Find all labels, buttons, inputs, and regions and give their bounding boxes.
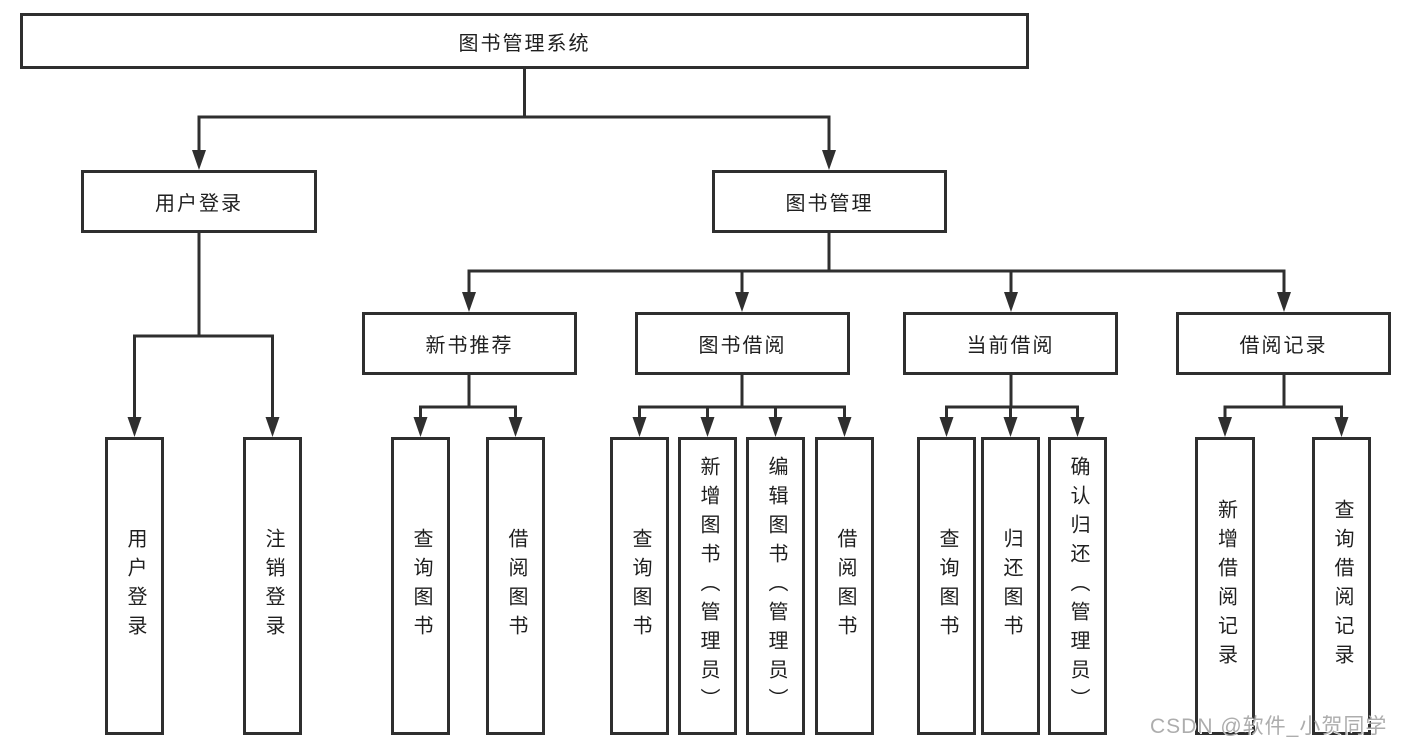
leaf-return-books: 归还图书 <box>981 437 1040 735</box>
arrowheads <box>127 150 1349 437</box>
leaf-borrowing-borrow-books-label: 借阅图书 <box>834 528 856 644</box>
leaf-query-borrow-record: 查询借阅记录 <box>1312 437 1371 735</box>
leaf-borrowing-query-books-label: 查询图书 <box>629 528 651 644</box>
leaf-current-query-books: 查询图书 <box>917 437 976 735</box>
leaf-current-query-books-label: 查询图书 <box>936 528 958 644</box>
csdn-watermark: CSDN @软件_小贺同学 <box>1150 715 1388 738</box>
node-library-management-system: 图书管理系统 <box>20 13 1029 69</box>
leaf-newbook-borrow-books: 借阅图书 <box>486 437 545 735</box>
leaf-newbook-query-books-label: 查询图书 <box>410 528 432 644</box>
leaf-logout-label: 注销登录 <box>262 528 284 644</box>
leaf-borrowing-borrow-books: 借阅图书 <box>815 437 874 735</box>
leaf-confirm-return-admin: 确认归还（管理员） <box>1048 437 1107 735</box>
node-new-book-recommendation: 新书推荐 <box>362 312 577 375</box>
leaf-borrowing-query-books: 查询图书 <box>610 437 669 735</box>
leaf-edit-books-admin: 编辑图书（管理员） <box>746 437 805 735</box>
leaf-logout: 注销登录 <box>243 437 302 735</box>
leaf-newbook-query-books: 查询图书 <box>391 437 450 735</box>
leaf-newbook-borrow-books-label: 借阅图书 <box>505 528 527 644</box>
node-book-borrowing: 图书借阅 <box>635 312 850 375</box>
node-current-borrowing: 当前借阅 <box>903 312 1118 375</box>
leaf-add-borrow-record-label: 新增借阅记录 <box>1214 499 1237 673</box>
leaf-confirm-return-admin-label: 确认归还（管理员） <box>1067 455 1089 717</box>
node-book-management: 图书管理 <box>712 170 947 233</box>
leaf-query-borrow-record-label: 查询借阅记录 <box>1331 499 1353 673</box>
leaf-edit-books-admin-label: 编辑图书（管理员） <box>765 455 787 717</box>
leaf-add-borrow-record: 新增借阅记录 <box>1195 437 1255 735</box>
leaf-user-login-label: 用户登录 <box>124 528 146 644</box>
leaf-add-books-admin: 新增图书（管理员） <box>678 437 737 735</box>
node-borrowing-records: 借阅记录 <box>1176 312 1391 375</box>
leaf-add-books-admin-label: 新增图书（管理员） <box>697 455 719 717</box>
leaf-user-login: 用户登录 <box>105 437 164 735</box>
connector-paths <box>133 67 1343 421</box>
node-user-login: 用户登录 <box>81 170 317 233</box>
leaf-return-books-label: 归还图书 <box>1000 528 1022 644</box>
